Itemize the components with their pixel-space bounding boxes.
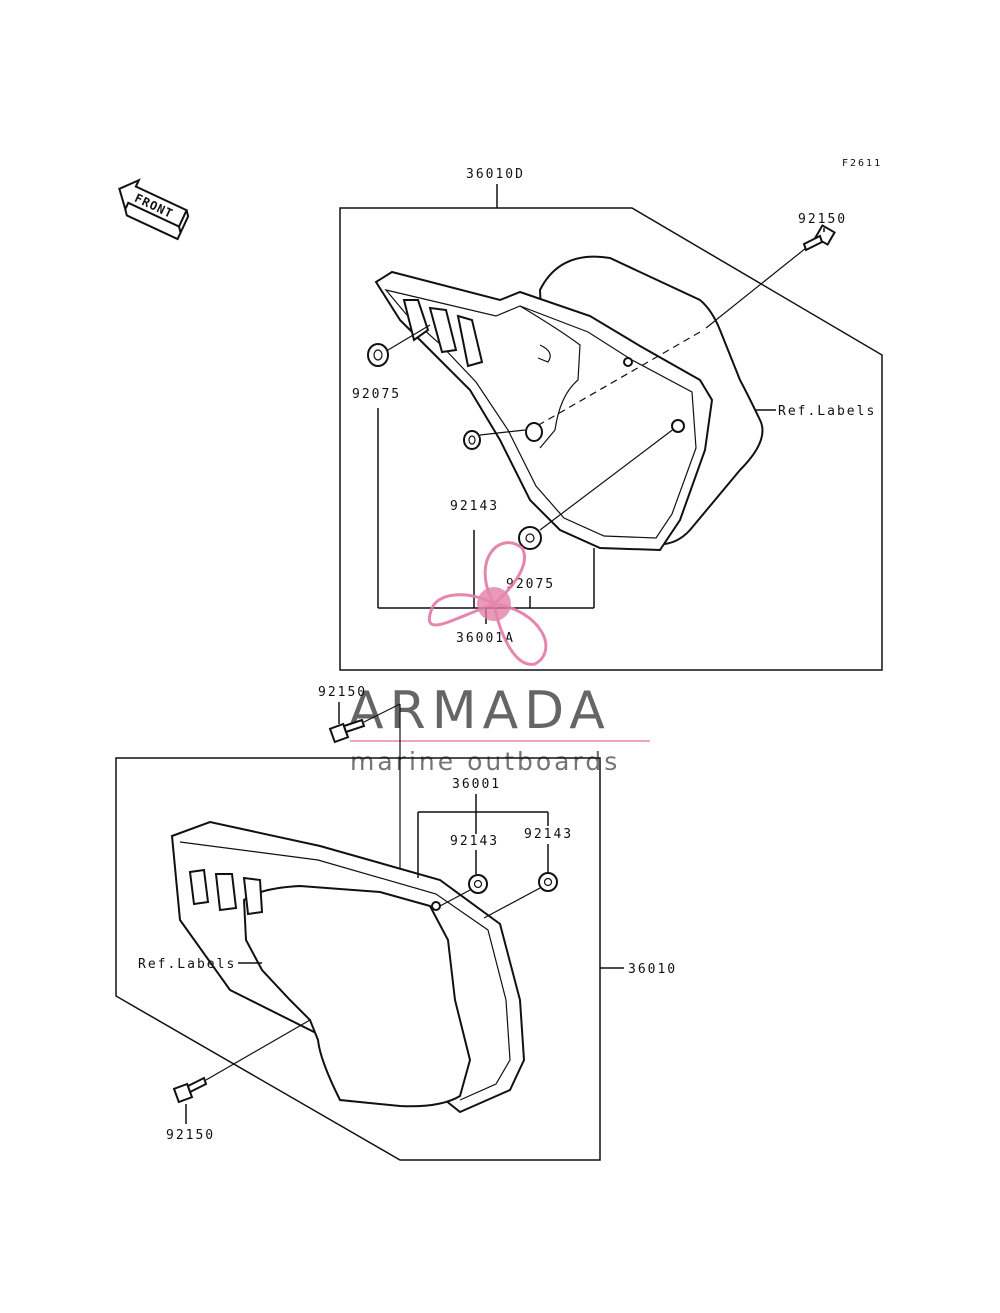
label-92143-lower-right: 92143 <box>524 827 573 842</box>
label-36010: 36010 <box>628 962 677 977</box>
bolt-92150-middle-icon <box>328 718 366 744</box>
label-36001: 36001 <box>452 777 501 792</box>
upper-side-cover <box>374 270 714 552</box>
label-36010d: 36010D <box>466 167 525 182</box>
collar-92143-upper-icon <box>463 430 481 450</box>
label-92075-right: 92075 <box>506 577 555 592</box>
figure-code: F2611 <box>842 158 882 169</box>
lower-assembly-frame <box>115 757 601 1161</box>
label-92075-left: 92075 <box>352 387 401 402</box>
label-92150-middle: 92150 <box>318 685 367 700</box>
ref-labels-lower: Ref.Labels <box>138 957 236 972</box>
watermark-tagline: marine outboards <box>350 747 620 776</box>
label-92150-bottom: 92150 <box>166 1128 215 1143</box>
bolt-92150-lower-icon <box>172 1076 208 1104</box>
label-92143-upper: 92143 <box>450 499 499 514</box>
upper-assembly-frame <box>339 207 883 671</box>
propeller-icon <box>427 541 548 666</box>
label-92143-lower-left: 92143 <box>450 834 499 849</box>
ref-labels-upper: Ref.Labels <box>778 404 876 419</box>
lower-label-panel <box>242 884 472 1108</box>
armada-logo: ARMADA marine outboards <box>348 541 650 776</box>
collar-92143-lower-right-icon <box>538 872 558 892</box>
grommet-92075-right-icon <box>518 526 542 550</box>
grommet-92075-left-icon <box>367 343 389 367</box>
watermark-brand: ARMADA <box>348 681 611 741</box>
collar-92143-lower-left-icon <box>468 874 488 894</box>
front-arrow-icon: FRONT <box>118 178 190 241</box>
bolt-92150-upper-icon <box>802 224 836 252</box>
label-92150-top: 92150 <box>798 212 847 227</box>
label-36001a: 36001A <box>456 631 515 646</box>
